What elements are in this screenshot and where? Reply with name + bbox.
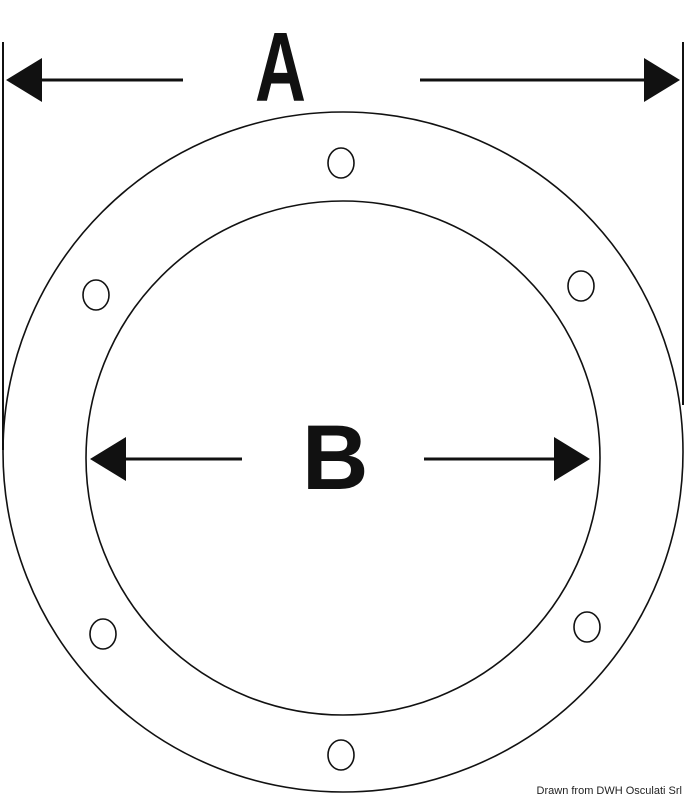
dimension-arrow-a: [6, 58, 680, 102]
dimension-label-b: B: [302, 407, 369, 509]
arrow-right-icon: [644, 58, 680, 102]
inner-circle: [85, 200, 601, 716]
mounting-holes: [82, 147, 601, 771]
dimension-label-a: A: [255, 12, 306, 122]
dimension-arrow-b: [90, 437, 590, 481]
arrow-left-icon: [6, 58, 42, 102]
credit-text: Drawn from DWH Osculati Srl: [536, 785, 682, 797]
arrow-left-icon: [90, 437, 126, 481]
outer-circle: [2, 111, 684, 793]
arrow-right-icon: [554, 437, 590, 481]
